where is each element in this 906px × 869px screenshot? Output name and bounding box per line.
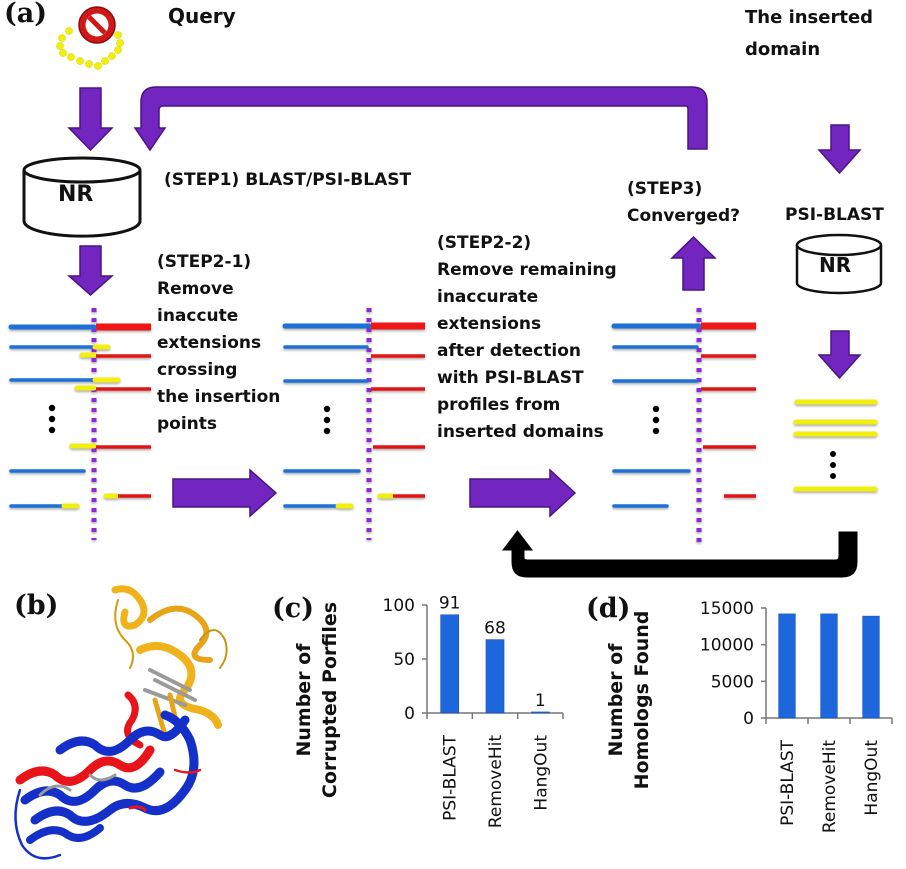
y-tick-label: 0 <box>404 704 415 724</box>
step2-1-line: (STEP2-1) <box>157 252 252 272</box>
arrow-up-step3 <box>670 235 717 291</box>
step3-line: (STEP3) <box>627 179 703 199</box>
step3-line: Converged? <box>627 206 740 226</box>
panel-label-b: (b) <box>14 590 59 621</box>
panel-label-c: (c) <box>272 593 314 624</box>
y-tick-label: 5000 <box>711 672 754 692</box>
bar-hangout <box>862 615 880 719</box>
arrow-down-nr-to-hits <box>67 245 114 297</box>
inserted-domain-line: domain <box>745 39 821 60</box>
bar-psi-blast <box>778 613 796 719</box>
query-label: Query <box>168 4 236 28</box>
arrow-right-step2-1 <box>172 468 278 518</box>
step2-1-line: points <box>157 414 218 434</box>
bar-data-label: 68 <box>484 619 506 639</box>
no-symbol-icon <box>78 6 116 44</box>
hits-column-2 <box>282 308 425 540</box>
arrow-down-psiblast-to-domains <box>817 330 862 380</box>
step2-2-description: (STEP2-2) Remove remaining inaccurate ex… <box>437 230 617 446</box>
yellow-loop-dots <box>56 27 124 70</box>
arrow-down-domain-to-psiblast <box>817 124 862 175</box>
arrow-loop-black-back <box>501 530 858 578</box>
step2-1-description: (STEP2-1) Remove inaccute extensions cro… <box>157 249 280 438</box>
bar-hangout <box>531 711 550 714</box>
y-tick-label: 0 <box>743 709 754 729</box>
inserted-domain-hits <box>793 399 878 492</box>
ellipsis-dots <box>48 404 836 479</box>
bar-removehit <box>485 639 505 714</box>
inserted-domain-structure <box>111 585 228 738</box>
step2-1-line: the insertion <box>157 387 281 407</box>
database-nr-icon-psiblast <box>795 233 883 295</box>
panel-label-d: (d) <box>586 593 631 624</box>
hits-column-3 <box>611 308 756 545</box>
x-category-label: HangOut <box>862 740 882 816</box>
psiblast-database-label: NR <box>819 253 852 277</box>
step2-2-line: extensions <box>437 314 542 334</box>
bar-psi-blast <box>440 614 459 714</box>
panel-label-a: (a) <box>4 0 48 29</box>
step2-2-line: Remove remaining <box>437 260 617 280</box>
step2-2-line: (STEP2-2) <box>437 233 532 253</box>
step1-label: (STEP1) BLAST/PSI-BLAST <box>164 170 412 190</box>
x-category-label: RemoveHit <box>820 740 840 833</box>
x-category-label: PSI-BLAST <box>441 734 461 821</box>
inserted-domain-label: The inserted domain <box>745 2 873 66</box>
step2-1-line: extensions <box>157 333 262 353</box>
x-category-label: PSI-BLAST <box>778 739 798 826</box>
bar-data-label: 91 <box>439 594 461 614</box>
psiblast-label: PSI-BLAST <box>785 205 884 225</box>
step2-2-line: inaccurate <box>437 287 539 307</box>
y-tick-label: 50 <box>393 650 415 670</box>
y-tick-label: 15000 <box>700 599 754 619</box>
step2-1-line: Remove <box>157 279 234 299</box>
step2-2-line: with PSI-BLAST <box>437 368 584 388</box>
step3-description: (STEP3) Converged? <box>627 176 740 230</box>
y-axis-title: Homologs Found <box>631 611 653 790</box>
y-tick-label: 100 <box>383 596 415 616</box>
y-axis-title: Number of <box>293 643 315 757</box>
step2-2-line: profiles from <box>437 395 561 415</box>
step2-1-line: crossing <box>157 360 238 380</box>
database-label: NR <box>58 182 94 207</box>
step2-2-line: after detection <box>437 341 581 361</box>
y-axis-title: Corrupted Porfiles <box>319 602 341 798</box>
bar-removehit <box>820 613 838 719</box>
bar-data-label: 1 <box>535 691 546 711</box>
arrow-loop-step3-to-nr <box>133 86 708 152</box>
database-nr-icon <box>22 156 142 238</box>
hits-column-1 <box>8 308 151 540</box>
inserted-domain-line: The inserted <box>745 7 874 28</box>
y-tick-label: 10000 <box>700 636 754 656</box>
step2-1-line: inaccute <box>157 306 239 326</box>
query-figure <box>8 6 155 71</box>
x-category-label: RemoveHit <box>486 735 506 828</box>
y-axis-title: Number of <box>605 643 627 757</box>
step2-2-line: inserted domains <box>437 422 604 442</box>
helical-bundle-structure <box>14 691 202 860</box>
arrow-down-query-to-nr <box>67 87 114 152</box>
arrow-right-step2-2 <box>469 468 577 518</box>
x-category-label: HangOut <box>531 735 551 811</box>
